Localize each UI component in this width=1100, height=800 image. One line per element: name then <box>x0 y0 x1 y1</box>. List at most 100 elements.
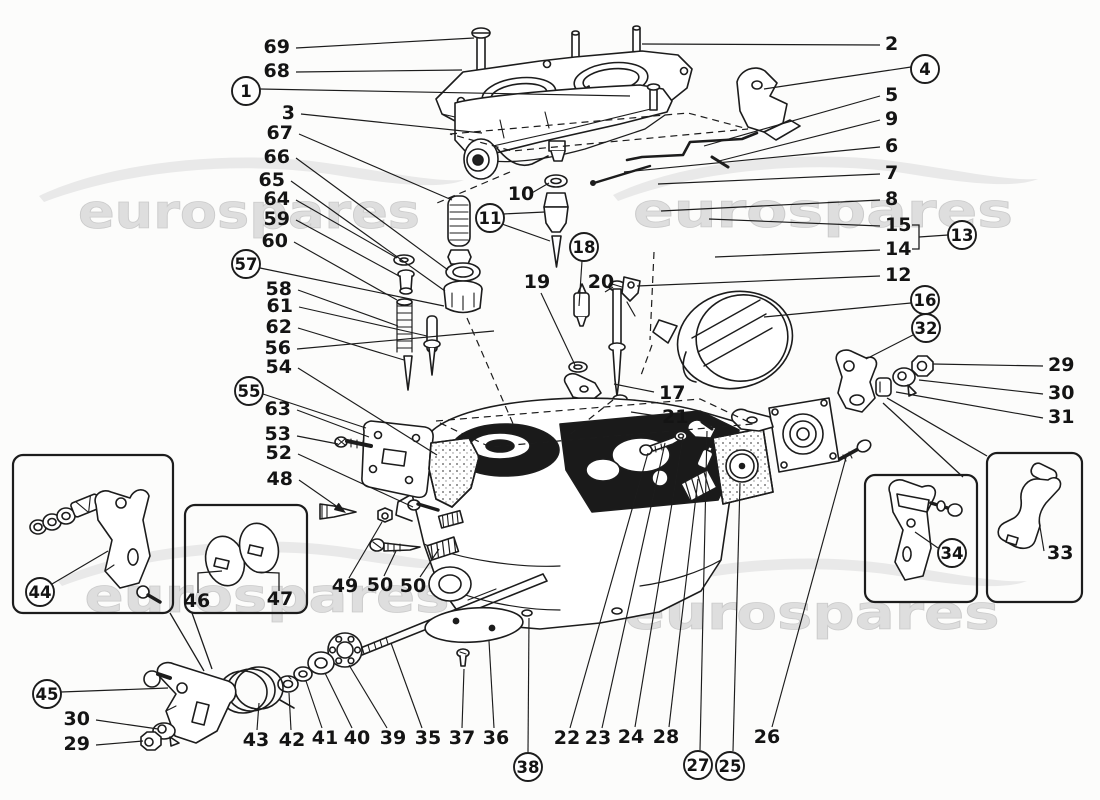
part-label-33: 33 <box>1038 520 1073 564</box>
label-text: 31 <box>1048 406 1074 428</box>
leader-line <box>305 680 323 729</box>
label-text: 47 <box>267 588 293 610</box>
leader-line <box>668 478 699 728</box>
watermark-text: eurospares <box>78 185 420 240</box>
accelerator-pump-assembly <box>639 397 872 505</box>
part-label-69: 69 <box>264 36 475 58</box>
leader-line <box>262 393 367 429</box>
part-label-55: 55 <box>234 376 367 429</box>
part-label-7: 7 <box>657 162 898 185</box>
leader-line <box>708 218 881 227</box>
leader-line <box>604 286 614 293</box>
leader-line <box>932 363 1044 367</box>
leader-line <box>714 249 881 258</box>
label-text: 16 <box>914 291 937 310</box>
label-text: 35 <box>415 727 441 749</box>
label-text: 3 <box>282 102 295 124</box>
part-label-12: 12 <box>636 264 911 287</box>
part-label-56: 56 <box>265 330 495 359</box>
label-circle <box>947 220 977 250</box>
leader-line <box>501 223 551 242</box>
label-text: 15 <box>885 214 911 236</box>
leader-line <box>259 88 631 97</box>
part-label-18: 18 <box>569 232 599 307</box>
pump-lever-bracket <box>835 349 934 413</box>
label-text: 50 <box>400 575 426 597</box>
pointer-line <box>197 570 223 593</box>
label-text: 48 <box>267 468 293 490</box>
leader-line <box>636 275 881 287</box>
leader-line <box>419 548 440 578</box>
leader-line <box>296 330 495 350</box>
inset-34-content <box>888 479 963 581</box>
watermark-swoosh <box>39 157 464 202</box>
part-labels-layer: 6968136766656459605758616256545563535248… <box>25 33 1074 782</box>
inset-44-content <box>29 489 162 604</box>
label-circle <box>911 313 941 343</box>
leader-line <box>300 113 483 134</box>
leader-line <box>865 334 914 360</box>
part-label-45: 45 <box>32 679 169 709</box>
leader-line <box>295 219 400 277</box>
pointer-line <box>882 402 964 478</box>
label-circle <box>234 376 264 406</box>
part-label-47: 47 <box>267 588 293 610</box>
label-text: 52 <box>266 442 292 464</box>
leader-line <box>298 479 343 511</box>
part-label-25: 25 <box>715 482 745 781</box>
label-text: 11 <box>479 209 502 228</box>
label-circle <box>513 752 543 782</box>
label-text: 54 <box>266 356 292 378</box>
gasket-outline-dashed <box>449 112 749 152</box>
leader-line <box>296 409 370 438</box>
part-label-9: 9 <box>718 108 898 162</box>
label-text: 38 <box>517 758 540 777</box>
label-text: 19 <box>524 271 550 293</box>
label-text: 23 <box>585 727 611 749</box>
assembly-axis-dashed <box>436 171 511 204</box>
part-label-41: 41 <box>305 680 338 749</box>
inset-box <box>863 473 979 604</box>
label-text: 58 <box>266 278 292 300</box>
part-label-66: 66 <box>264 146 449 271</box>
throttle-plate <box>424 606 524 667</box>
label-text: 67 <box>267 122 293 144</box>
leader-line <box>569 452 649 729</box>
part-label-8: 8 <box>660 188 898 212</box>
leader-line <box>623 146 881 173</box>
part-label-27: 27 <box>683 430 713 780</box>
label-text: 24 <box>618 726 644 748</box>
leader-line <box>259 267 445 307</box>
label-text: 1 <box>240 82 251 101</box>
label-text: 46 <box>184 590 210 612</box>
label-text: 59 <box>264 208 290 230</box>
leader-line <box>297 289 399 327</box>
part-label-43: 43 <box>243 702 269 751</box>
part-label-29: 29 <box>932 354 1074 376</box>
pointer-line <box>169 612 205 672</box>
part-label-67: 67 <box>267 122 453 201</box>
assembly-axis-dashed <box>567 399 614 437</box>
label-text: 29 <box>1048 354 1074 376</box>
leader-line <box>918 379 1044 395</box>
part-label-2: 2 <box>641 33 898 55</box>
part-label-30: 30 <box>64 708 159 730</box>
part-label-31: 31 <box>895 391 1074 428</box>
assembly-axis-dashed <box>466 317 515 427</box>
construction-lines-layer <box>11 112 1084 672</box>
label-text: 7 <box>885 162 898 184</box>
leader-line <box>699 430 708 751</box>
label-circle <box>25 577 55 607</box>
part-label-4: 4 <box>763 54 940 90</box>
label-circle <box>569 232 599 262</box>
assembly-axis-dashed <box>639 344 653 379</box>
label-text: 60 <box>262 230 288 252</box>
label-text: 28 <box>653 726 679 748</box>
part-label-13: 13 <box>947 220 977 250</box>
label-text: 25 <box>719 757 742 776</box>
label-text: 27 <box>687 756 710 775</box>
part-label-11: 11 <box>475 203 551 242</box>
label-text: 14 <box>885 238 911 260</box>
part-label-42: 42 <box>279 692 305 751</box>
